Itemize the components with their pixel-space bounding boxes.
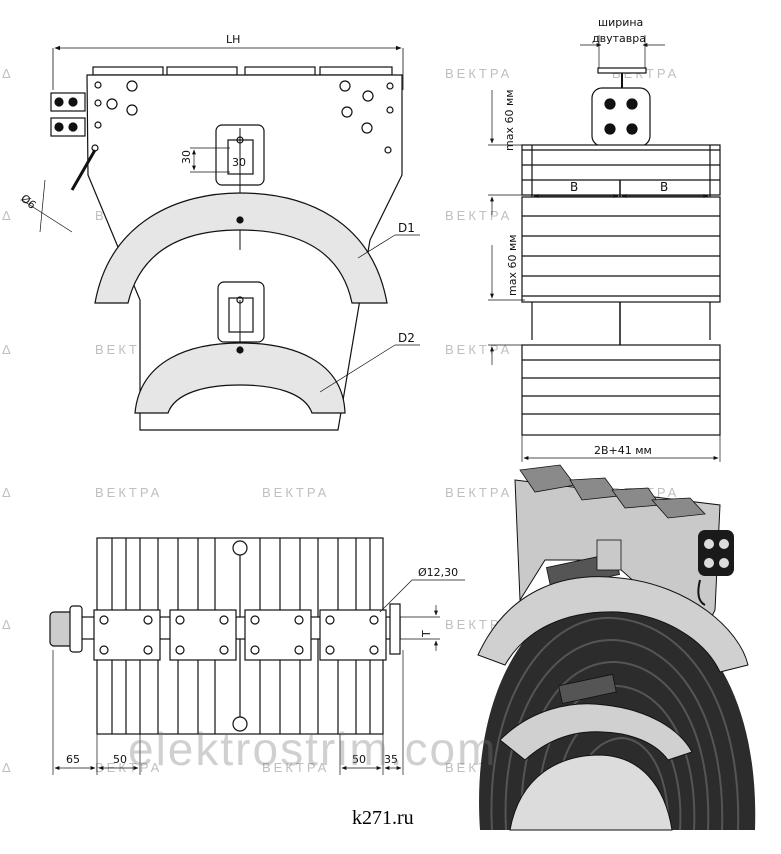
dim-50-right: 50 — [352, 753, 366, 766]
watermark-brand: ВЕКТРА — [95, 485, 162, 500]
front-view — [21, 45, 420, 431]
label-d2: D2 — [398, 331, 415, 345]
side-view — [488, 35, 721, 462]
svg-text:Δ: Δ — [2, 66, 14, 81]
svg-text:Δ: Δ — [2, 760, 14, 775]
watermark-big: elektrostrim.com — [128, 723, 498, 775]
watermark-brand: ВЕКТРА — [445, 66, 512, 81]
dim-b-right: В — [660, 180, 668, 194]
top-view — [49, 537, 465, 775]
dim-30-box: 30 — [232, 156, 246, 169]
label-beam-width-line2: двутавра — [592, 32, 646, 45]
dim-diameter-12-30: Ø12,30 — [418, 566, 458, 579]
dim-max-60-lower: max 60 мм — [506, 234, 519, 296]
watermark-brand: ВЕКТРА — [445, 208, 512, 223]
label-d1: D1 — [398, 221, 415, 235]
watermark-brand: ВЕКТРА — [262, 760, 329, 775]
isometric-render — [477, 464, 756, 831]
dim-35: 35 — [384, 753, 398, 766]
svg-text:Δ: Δ — [2, 342, 14, 357]
dim-t: T — [420, 630, 433, 638]
label-beam-width-line1: ширина — [598, 16, 643, 29]
dim-30-vertical: 30 — [180, 150, 193, 164]
dim-max-60-upper: max 60 мм — [503, 89, 516, 151]
site-url[interactable]: k271.ru — [352, 807, 414, 829]
svg-text:Δ: Δ — [2, 485, 14, 500]
dim-65: 65 — [66, 753, 80, 766]
svg-text:Δ: Δ — [2, 208, 14, 223]
watermark-brand: ВЕКТРА — [262, 485, 329, 500]
watermark-brand: ВЕКТРА — [445, 485, 512, 500]
dim-lh: LH — [226, 33, 240, 46]
dim-b-left: В — [570, 180, 578, 194]
dim-total-width: 2В+41 мм — [594, 444, 652, 457]
watermark-brand: ВЕКТРА — [445, 342, 512, 357]
dim-50-left: 50 — [113, 753, 127, 766]
svg-text:Δ: Δ — [2, 617, 14, 632]
